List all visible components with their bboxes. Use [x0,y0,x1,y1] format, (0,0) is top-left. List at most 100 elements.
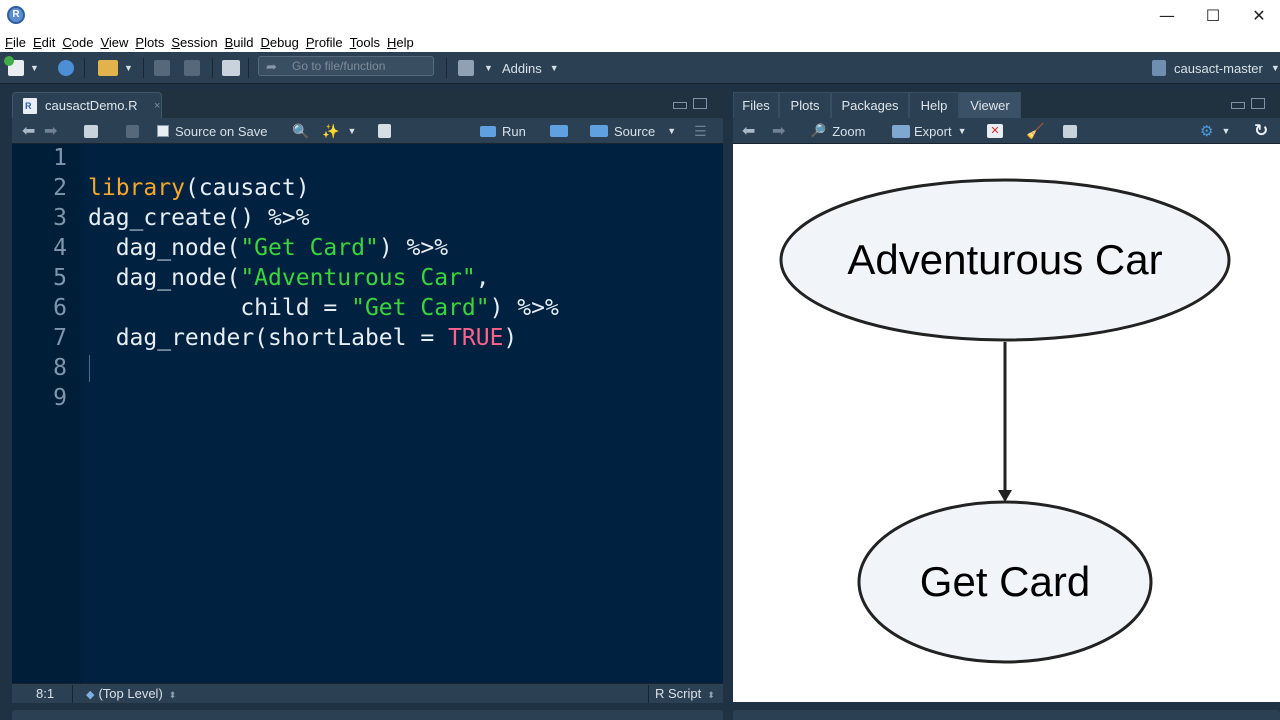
menu-code[interactable]: Code [62,34,94,50]
menu-build[interactable]: Build [224,34,254,50]
back-button[interactable]: ⬅ [22,122,35,140]
menu-session[interactable]: Session [171,34,218,50]
dag-node-label: Get Card [920,558,1090,605]
viewer-back-button[interactable]: ⬅ [742,122,755,140]
menu-debug[interactable]: Debug [260,34,299,50]
show-in-window-button[interactable] [84,122,98,140]
viewer-forward-button[interactable]: ➡ [772,122,785,140]
remove-viewer-button[interactable]: ✕ [987,122,1003,140]
addins-menu[interactable]: Addins ▼ [502,60,559,76]
minimize-button[interactable]: — [1159,6,1175,25]
maximize-button[interactable]: ☐ [1205,6,1221,25]
tab-help[interactable]: Help [909,92,959,118]
line-number-gutter [12,144,82,683]
project-icon [1152,60,1166,76]
updown-icon: ⬍ [168,690,177,700]
line-number: 2 [53,175,67,201]
code-editor[interactable] [12,144,723,683]
viewer-content: Adventurous Car Get Card [733,144,1280,702]
project-menu[interactable]: causact-master ▼ [1152,58,1280,78]
toolbar-divider [84,58,85,78]
save-all-button[interactable] [184,58,200,78]
goto-arrow-icon: ➦ [266,59,277,74]
remove-icon: ✕ [987,124,1003,138]
rstudio-logo-icon: R [7,6,25,24]
refresh-button[interactable]: ↻ [1254,121,1268,140]
menu-file[interactable]: File [5,34,26,50]
chevron-down-icon: ▼ [957,126,967,136]
tab-packages[interactable]: Packages [831,92,909,118]
code-token: "Get Card" [240,235,379,261]
run-arrow-icon [480,125,496,137]
arrow-left-icon: ⬅ [22,123,36,140]
checkbox-icon [157,125,169,137]
tab-close-icon[interactable]: × [154,100,161,112]
menu-plots[interactable]: Plots [135,34,165,50]
print-button[interactable] [222,58,240,78]
source-arrow-icon [590,125,608,137]
code-line: child = "Get Card") %>% [88,293,559,323]
export-button[interactable]: Export ▼ [892,122,967,140]
rerun-button[interactable] [550,122,568,140]
code-line: library(causact) [88,173,310,203]
code-token: , [475,265,490,291]
code-line: dag_node("Adventurous Car", [88,263,490,293]
tab-files[interactable]: Files [733,92,779,118]
chevron-down-icon: ▼ [1221,126,1231,136]
save-source-button[interactable] [126,122,139,140]
pane-splitter[interactable] [723,90,733,720]
zoom-button[interactable]: 🔎 Zoom [810,123,866,139]
main-toolbar [0,52,1280,84]
close-button[interactable]: ✕ [1252,6,1266,25]
save-all-icon [184,60,200,76]
environment-pane-collapsed[interactable] [733,710,1280,720]
menu-profile[interactable]: Profile [305,34,343,50]
show-in-new-window-button[interactable] [1063,122,1077,140]
menu-view[interactable]: View [100,34,129,50]
arrow-right-icon: ➡ [44,123,58,140]
chevron-down-icon: ▼ [484,63,493,73]
find-replace-button[interactable]: 🔍 [292,122,309,140]
maximize-pane-icon[interactable] [693,98,707,109]
compile-report-button[interactable] [378,122,391,140]
open-file-button[interactable]: ▼ [98,58,133,78]
line-number: 9 [53,385,67,411]
console-pane-collapsed[interactable] [12,710,723,720]
new-file-button[interactable]: ▼ [4,56,39,78]
forward-button[interactable]: ➡ [44,122,57,140]
clear-all-button[interactable]: 🧹 [1026,122,1045,140]
file-type-menu[interactable]: R Script⬍ [655,686,715,701]
viewer-toolbar [733,118,1280,144]
dag-diagram: Adventurous Car Get Card [779,178,1231,664]
scope-menu[interactable]: ◆(Top Level)⬍ [86,686,177,701]
viewer-tab-bar: Files Plots Packages Help Viewer [733,90,1280,118]
minimize-pane-icon[interactable] [673,102,687,109]
popout-icon [1063,124,1077,138]
toolbar-divider [446,58,447,78]
document-outline-button[interactable]: ☰ [694,122,707,140]
source-status-bar: 8:1 ◆(Top Level)⬍ R Script⬍ [12,683,723,703]
source-on-save-checkbox[interactable]: Source on Save [157,122,268,140]
minimize-pane-icon[interactable] [1231,102,1245,109]
new-project-button[interactable] [58,58,74,78]
menu-help[interactable]: Help [387,34,414,50]
tab-plots[interactable]: Plots [779,92,831,118]
code-tools-button[interactable]: ✨▼ [322,122,356,140]
code-token: ) [503,325,518,351]
tab-causactdemo[interactable]: causactDemo.R × [12,92,162,118]
dag-node-get-card [857,500,1153,664]
run-button[interactable]: Run [480,122,526,140]
maximize-pane-icon[interactable] [1251,98,1265,109]
code-line: dag_render(shortLabel = TRUE) [88,323,518,353]
cursor-position: 8:1 [36,686,55,701]
source-button[interactable]: Source ▼ [590,122,676,140]
tab-viewer[interactable]: Viewer [959,92,1021,118]
save-button[interactable] [154,58,170,78]
goto-file-function-input[interactable]: Go to file/function [258,56,434,76]
menu-tools[interactable]: Tools [349,34,381,50]
workspace-panes-button[interactable]: ▼ [458,58,493,78]
zoom-icon: 🔎 [810,123,827,138]
publish-button[interactable]: ⚙▼ [1200,122,1230,140]
status-divider [648,685,649,703]
menu-edit[interactable]: Edit [32,34,56,50]
